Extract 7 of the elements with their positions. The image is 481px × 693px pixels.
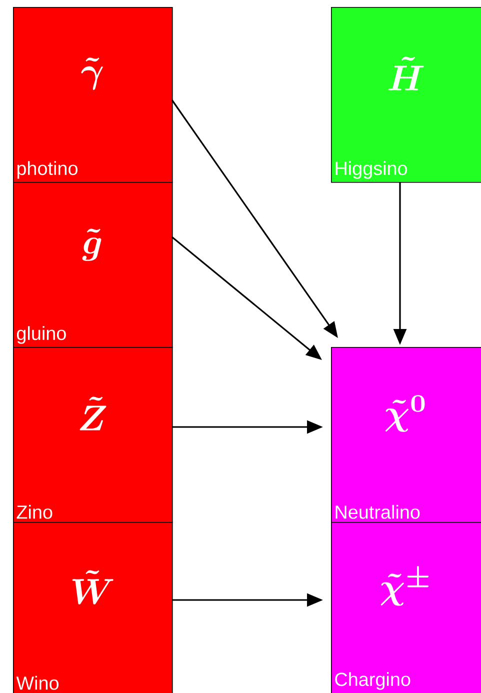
particle-box: $\tilde{\chi}^{0}$ Neutralino <box>331 347 481 523</box>
particle-box: $\tilde{\gamma}$ photino <box>13 7 173 183</box>
particle-box: $\tilde{g}$ gluino <box>13 182 173 348</box>
particle-box: $\tilde{\chi}^{\pm}$ Chargino <box>331 522 481 693</box>
particle-box: $\tilde{Z}$ Zino <box>13 347 173 523</box>
particle-box: $\tilde{H}$ Higgsino <box>331 7 481 183</box>
particle-box: $\tilde{W}$ Wino <box>13 522 173 693</box>
